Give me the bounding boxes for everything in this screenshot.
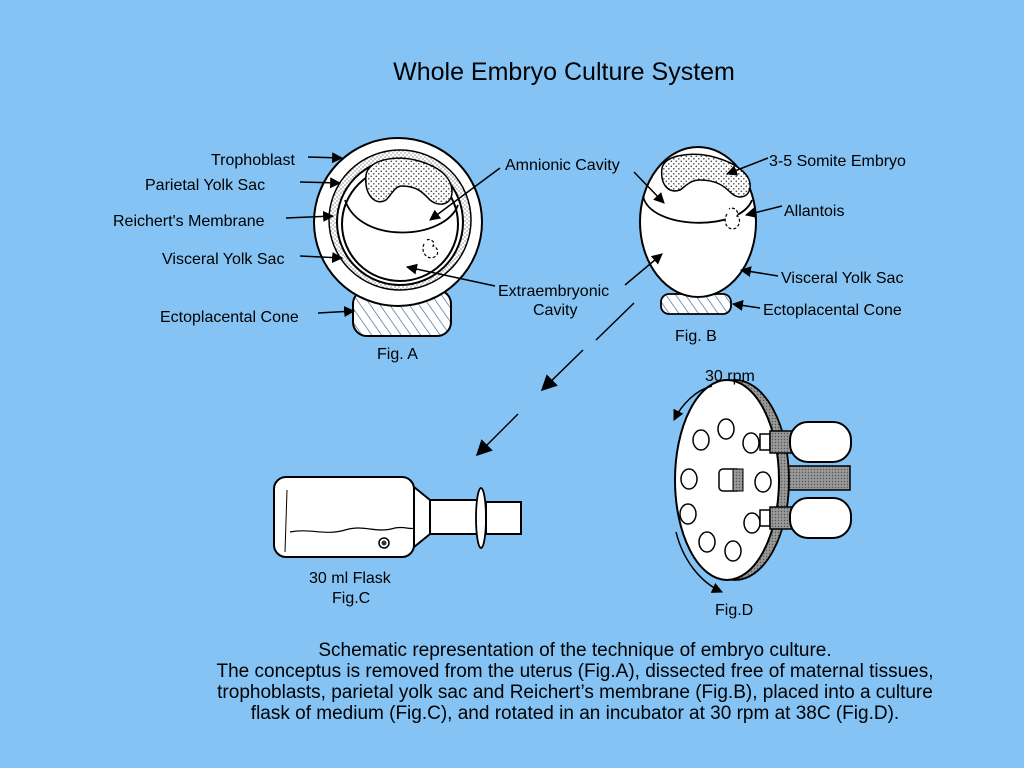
rpm-label: 30 rpm <box>705 368 755 385</box>
label-ectoplacental-cone-a: Ectoplacental Cone <box>160 309 299 326</box>
flask-body <box>273 476 415 558</box>
label-extraembryonic-line1: Extraembryonic <box>498 283 609 300</box>
label-visceral-yolk-sac-a: Visceral Yolk Sac <box>162 251 284 268</box>
fig-a-conceptus <box>313 137 483 337</box>
label-somite-embryo: 3-5 Somite Embryo <box>769 153 906 170</box>
label-reicherts-membrane: Reichert's Membrane <box>113 213 265 230</box>
rotator-bottle-bottom <box>759 497 852 539</box>
rotation-arrow-bottom <box>675 531 724 593</box>
rotation-arrow-top <box>673 385 713 421</box>
flask-cap-rim <box>475 487 487 549</box>
fig-a-allantois-shape <box>422 238 439 259</box>
rotator-bottle-top <box>759 421 852 463</box>
flask-label: 30 ml Flask <box>309 570 392 587</box>
flask-embryo <box>378 537 390 549</box>
fig-b-caption: Fig. B <box>675 328 717 345</box>
flask-medium-line <box>289 526 415 533</box>
arrow-parietal-yolk-sac <box>299 177 342 189</box>
flask-shoulder <box>413 484 431 550</box>
fig-b-amnion-curve <box>642 195 753 224</box>
label-amnionic-cavity: Amnionic Cavity <box>505 157 620 174</box>
label-ectoplacental-cone-b: Ectoplacental Cone <box>763 302 902 319</box>
caption-line-1: Schematic representation of the techniqu… <box>318 640 832 661</box>
label-trophoblast: Trophoblast <box>211 152 295 169</box>
arrow-visceral-yolk-sac-a <box>299 252 344 264</box>
fig-c-flask <box>273 476 522 558</box>
label-parietal-yolk-sac: Parietal Yolk Sac <box>145 177 265 194</box>
arrow-amnionic-a <box>429 167 501 221</box>
fig-b-conceptus <box>639 146 757 315</box>
fig-b-label-arrows <box>624 157 783 311</box>
fig-a-caption: Fig. A <box>377 346 418 363</box>
arrow-ectoplacental-cone-b <box>731 300 761 311</box>
caption-line-3: trophoblasts, parietal yolk sac and Reic… <box>217 682 933 703</box>
fig-a-label-arrows <box>285 152 501 318</box>
flask-reflection <box>284 489 288 553</box>
arrow-reicherts-membrane <box>285 210 335 222</box>
caption-line-2: The conceptus is removed from the uterus… <box>216 661 934 682</box>
fig-d-caption: Fig.D <box>715 602 753 619</box>
rotator-axle <box>783 465 851 491</box>
arrow-visceral-yolk-sac-b <box>739 266 779 278</box>
arrow-trophoblast <box>307 152 344 164</box>
label-extraembryonic-line2: Cavity <box>533 302 577 319</box>
label-visceral-yolk-sac-b: Visceral Yolk Sac <box>781 270 903 287</box>
transfer-arrow <box>475 302 635 457</box>
arrow-extraembryonic-b <box>624 253 663 286</box>
fig-d-rotator <box>673 379 852 593</box>
fig-b-embryo-shape <box>660 153 751 198</box>
rotator-hub <box>718 468 744 492</box>
fig-c-caption: Fig.C <box>332 590 370 607</box>
fig-a-amnion-curve <box>344 199 459 234</box>
arrow-amnionic-b <box>633 171 665 204</box>
flask-neck <box>429 499 481 535</box>
arrow-ectoplacental-cone-a <box>317 306 356 318</box>
fig-a-embryo-shape <box>365 157 453 205</box>
fig-b-allantois-shape <box>724 207 741 230</box>
flask-cap <box>485 501 522 535</box>
arrow-allantois <box>744 205 783 218</box>
slide-title: Whole Embryo Culture System <box>393 58 735 86</box>
rotator-bottle-holes <box>679 418 772 562</box>
label-allantois: Allantois <box>784 203 844 220</box>
arrow-somite-embryo <box>725 157 769 176</box>
arrow-extraembryonic-a <box>405 263 496 287</box>
figure-caption: Schematic representation of the techniqu… <box>150 640 1000 724</box>
caption-line-4: flask of medium (Fig.C), and rotated in … <box>250 703 900 724</box>
